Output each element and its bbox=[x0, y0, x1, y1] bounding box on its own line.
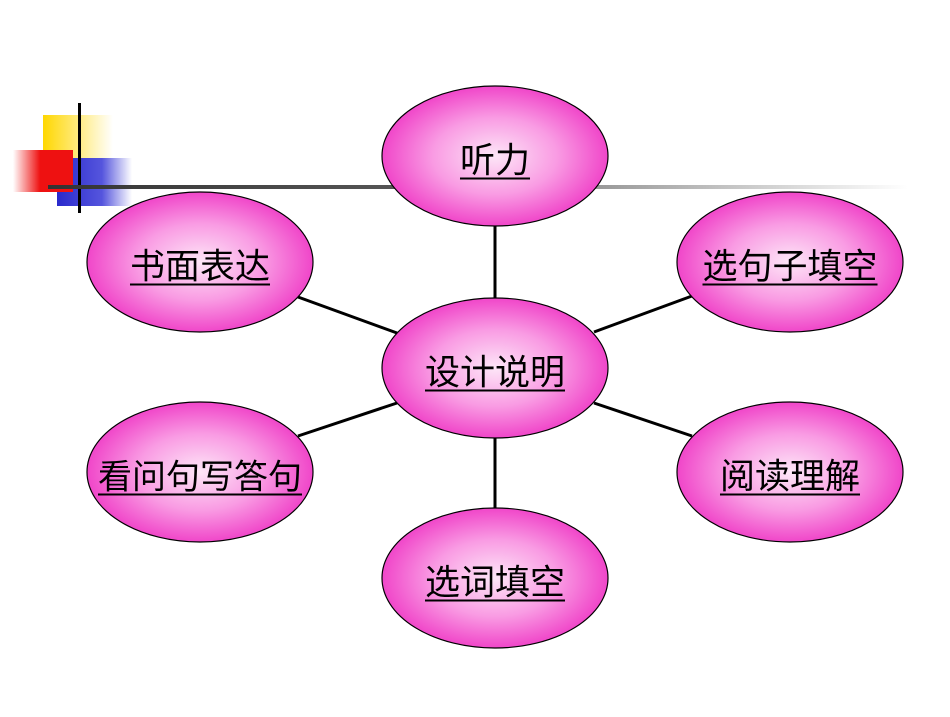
connector-upper-right bbox=[593, 294, 693, 334]
node-upper-left-ellipse[interactable] bbox=[86, 191, 314, 333]
node-top-label[interactable]: 听力 bbox=[459, 141, 531, 182]
connector-lower-left bbox=[297, 401, 398, 438]
node-upper-left-label[interactable]: 书面表达 bbox=[129, 247, 271, 288]
node-lower-right-ellipse[interactable] bbox=[676, 401, 904, 543]
node-upper-right-ellipse[interactable] bbox=[676, 191, 904, 333]
connector-lower-right bbox=[593, 401, 693, 438]
connector-upper-left bbox=[297, 295, 398, 335]
node-center-label[interactable]: 设计说明 bbox=[424, 353, 566, 394]
node-bottom-ellipse[interactable] bbox=[381, 507, 609, 649]
decor-vertical-rule bbox=[78, 103, 81, 213]
node-bottom-label[interactable]: 选词填空 bbox=[424, 563, 566, 604]
nodes bbox=[86, 85, 904, 649]
node-lower-left-label[interactable]: 看问句写答句 bbox=[98, 457, 302, 498]
node-upper-right-label[interactable]: 选句子填空 bbox=[702, 247, 878, 288]
node-lower-left-ellipse[interactable] bbox=[86, 401, 314, 543]
node-center-ellipse[interactable] bbox=[381, 297, 609, 439]
node-top-ellipse[interactable] bbox=[381, 85, 609, 227]
connectors bbox=[297, 226, 693, 508]
node-lower-right-label[interactable]: 阅读理解 bbox=[719, 457, 861, 498]
